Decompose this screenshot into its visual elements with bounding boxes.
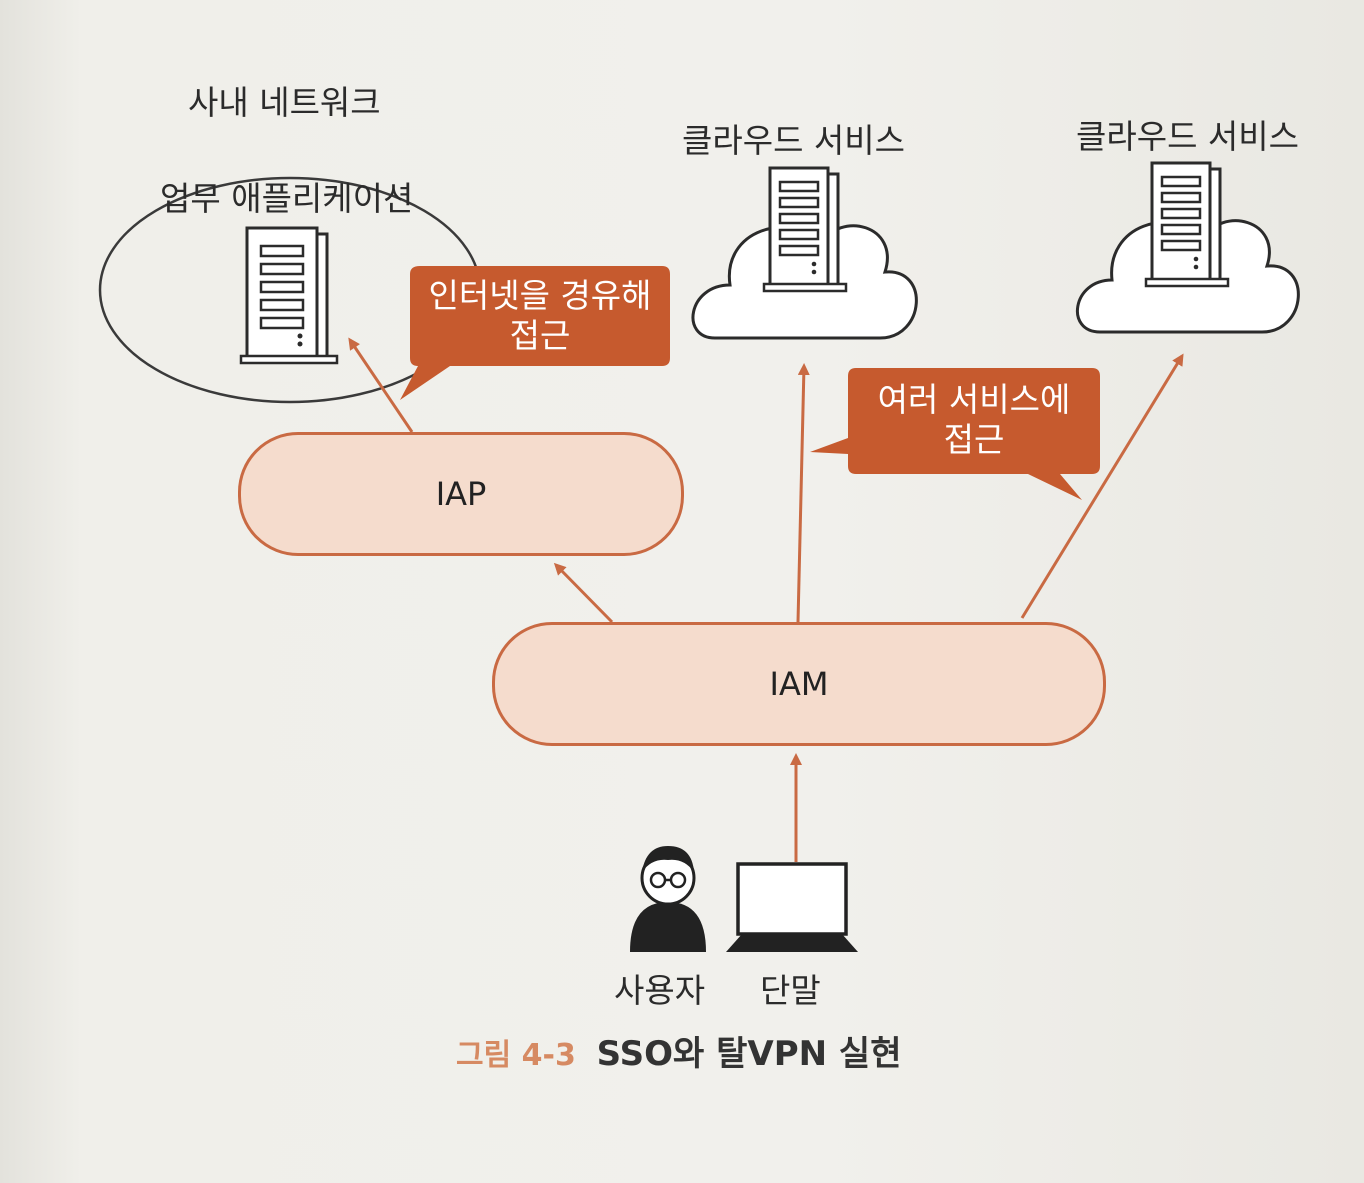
figure-caption: 그림 4-3 SSO와 탈VPN 실현 [456, 1026, 902, 1075]
arrow-iam-to-cloud-1 [796, 363, 810, 623]
laptop-icon [726, 862, 858, 952]
business-app-server-icon [239, 226, 339, 365]
callout-via-internet-text: 인터넷을 경유해 접근 [410, 276, 670, 356]
arrow-iam-to-cloud-2 [1020, 353, 1184, 619]
internal-network-label: 사내 네트워크 [188, 83, 381, 122]
iam-box: IAM [492, 622, 1106, 746]
callout-multi-service [810, 368, 1100, 500]
cloud-server-icon-1 [762, 166, 848, 293]
cloud-service-label-1: 클라우드 서비스 [682, 121, 906, 160]
device-label: 단말 [760, 971, 821, 1010]
arrow-iam-to-iap [553, 562, 614, 624]
user-icon [630, 846, 706, 952]
cloud-service-label-2: 클라우드 서비스 [1076, 117, 1300, 156]
callout-multi-service-line2: 접근 [943, 420, 1005, 459]
callout-multi-service-text: 여러 서비스에 접근 [848, 380, 1100, 460]
callout-via-internet [400, 266, 670, 400]
arrow-iap-to-app [348, 337, 414, 433]
iap-box: IAP [238, 432, 684, 556]
iap-label: IAP [435, 475, 487, 513]
callout-via-internet-line1: 인터넷을 경유해 [428, 276, 652, 315]
figure-title: SSO와 탈VPN 실현 [596, 1034, 902, 1074]
callout-via-internet-line2: 접근 [509, 316, 571, 355]
cloud-server-icon-2 [1144, 161, 1230, 288]
callout-multi-service-line1: 여러 서비스에 [877, 380, 1071, 419]
business-app-label: 업무 애플리케이션 [160, 179, 414, 218]
user-label: 사용자 [614, 971, 706, 1010]
iam-label: IAM [769, 665, 829, 703]
figure-number: 그림 4-3 [456, 1038, 576, 1073]
